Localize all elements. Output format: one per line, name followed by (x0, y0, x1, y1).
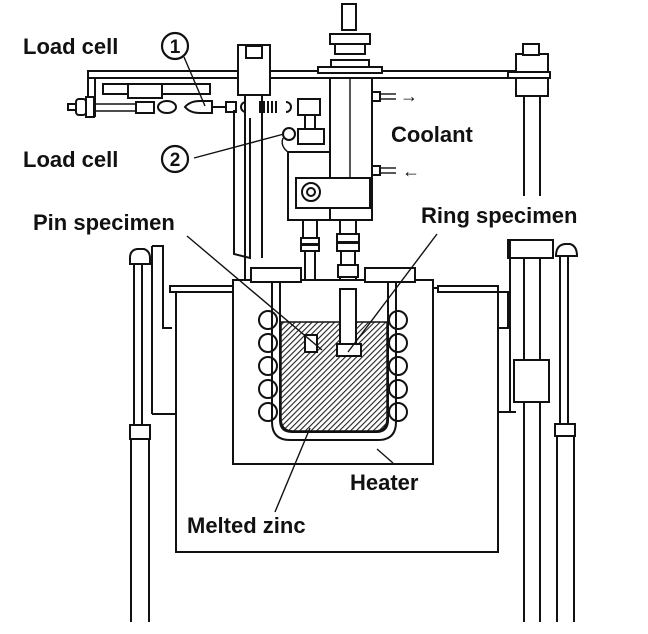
crucible (271, 282, 397, 441)
shaft-knob-assembly (317, 3, 383, 74)
beam-mount-right (507, 43, 551, 196)
load-cell-1-body (183, 100, 213, 114)
load-cell-2-assembly (281, 114, 371, 221)
coolant-in-arrow: ← (402, 161, 420, 181)
label-load-cell-2: Load cell 2 (23, 144, 190, 174)
leader-heater (376, 448, 394, 464)
beam-mount-left (237, 44, 271, 280)
label-load-cell-2-text: Load cell (23, 147, 118, 172)
label-heater: Heater (350, 470, 419, 495)
label-ring-specimen: Ring specimen (421, 203, 577, 228)
label-coolant: Coolant (391, 122, 474, 147)
label-load-cell-1-text: Load cell (23, 34, 118, 59)
leader-pin-specimen (186, 235, 323, 351)
marker-1-text: 1 (170, 37, 181, 58)
label-pin-specimen: Pin specimen (33, 210, 175, 235)
coolant-out-arrow: → (400, 86, 418, 106)
right-frame (498, 239, 579, 622)
ring-holder-rod (336, 219, 360, 290)
ring-holder-immersed (339, 288, 357, 345)
left-bracket (233, 110, 251, 260)
leader-lines (183, 56, 438, 513)
marker-circle-1 (160, 31, 190, 61)
marker-2-text: 2 (170, 150, 181, 171)
heater-coils-left (258, 310, 278, 422)
heater-coils-right (388, 310, 408, 422)
label-melted-zinc: Melted zinc (187, 513, 306, 538)
leader-ring-specimen (347, 233, 438, 353)
leader-melted-zinc (274, 427, 311, 513)
spring (259, 101, 277, 113)
marker-circle-2 (160, 144, 190, 174)
pin-specimen-shape (304, 334, 318, 353)
left-frame (129, 245, 176, 622)
load-cell-1-linkage (67, 83, 321, 118)
label-load-cell-1: Load cell 1 (23, 31, 190, 61)
leader-load-cell-2 (193, 133, 285, 159)
crucible-lid (250, 267, 416, 283)
leader-load-cell-1 (183, 56, 206, 107)
melted-zinc-bath (280, 321, 388, 432)
